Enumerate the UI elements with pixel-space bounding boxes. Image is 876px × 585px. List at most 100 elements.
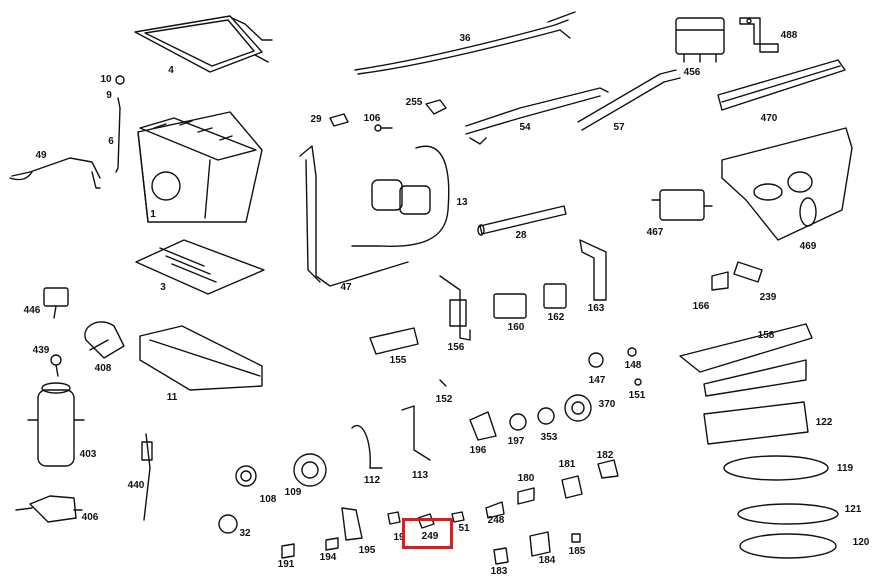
part-label-152: 152 [435, 394, 453, 405]
part-406-coil-clamp [15, 495, 83, 523]
part-249-clip [417, 513, 435, 529]
part-163-bracket [579, 239, 607, 301]
part-label-156: 156 [447, 342, 465, 353]
part-408-boot [84, 321, 125, 359]
part-403-ignition-coil [27, 382, 85, 467]
part-label-184: 184 [538, 555, 556, 566]
part-label-106: 106 [363, 113, 381, 124]
part-439-fitting [50, 354, 62, 377]
part-184-clip [529, 531, 551, 557]
part-label-11: 11 [166, 392, 178, 403]
part-29-clamp [329, 113, 349, 127]
part-162-plate [543, 283, 567, 309]
part-label-108: 108 [259, 494, 277, 505]
part-446-connector [43, 287, 69, 319]
part-label-9: 9 [106, 90, 112, 101]
part-183-clip [493, 547, 509, 565]
part-469-panel [721, 127, 853, 241]
part-182-clip [597, 459, 619, 479]
part-467-regulator [651, 189, 713, 221]
highlight-box [402, 518, 453, 549]
part-label-28: 28 [515, 230, 527, 241]
part-470-bracket-strip [717, 59, 846, 111]
part-label-180: 180 [517, 473, 535, 484]
part-label-446: 446 [23, 305, 41, 316]
part-label-248: 248 [487, 515, 505, 526]
part-197-grommet [509, 413, 527, 431]
part-152-pin [439, 379, 447, 387]
part-label-49: 49 [35, 150, 47, 161]
part-label-182: 182 [596, 450, 614, 461]
part-label-1: 1 [150, 209, 156, 220]
part-113-hose [401, 405, 431, 461]
part-label-195: 195 [358, 545, 376, 556]
part-label-160: 160 [507, 322, 525, 333]
part-label-456: 456 [683, 67, 701, 78]
part-label-470: 470 [760, 113, 778, 124]
part-label-353: 353 [540, 432, 558, 443]
part-122-gasket [703, 401, 809, 445]
part-13-starter-motor [351, 145, 450, 247]
part-label-121: 121 [844, 504, 862, 515]
part-label-440: 440 [127, 480, 145, 491]
part-label-112: 112 [363, 475, 381, 486]
part-label-10: 10 [100, 74, 112, 85]
part-label-120: 120 [852, 537, 870, 548]
part-166-clip [711, 271, 729, 291]
part-49-ground-cable [9, 157, 101, 189]
part-label-191: 191 [277, 559, 295, 570]
part-54-battery-cable [465, 87, 609, 145]
part-488-bracket [739, 17, 779, 53]
part-label-196: 196 [469, 445, 487, 456]
part-label-3: 3 [160, 282, 166, 293]
part-label-488: 488 [780, 30, 798, 41]
part-label-163: 163 [587, 303, 605, 314]
part-label-47: 47 [340, 282, 352, 293]
part-109-grommet [293, 453, 327, 487]
part-label-403: 403 [79, 449, 97, 460]
part-156-bracket [439, 275, 471, 341]
part-370-grommet [564, 394, 592, 422]
part-label-469: 469 [799, 241, 817, 252]
part-239-clip [733, 261, 763, 283]
part-label-6: 6 [108, 136, 114, 147]
part-label-151: 151 [628, 390, 646, 401]
part-148-grommet [627, 347, 637, 357]
part-label-467: 467 [646, 227, 664, 238]
part-57-ground-strap [577, 69, 681, 131]
part-label-147: 147 [588, 375, 606, 386]
part-120-seal [739, 533, 837, 559]
part-label-36: 36 [459, 33, 471, 44]
part-label-113: 113 [411, 470, 429, 481]
part-32-grommet [218, 514, 238, 534]
part-label-439: 439 [32, 345, 50, 356]
part-label-194: 194 [319, 552, 337, 563]
part-180-clip [517, 487, 535, 505]
part-36-cable [354, 11, 576, 75]
part-11-battery-tray [139, 325, 263, 391]
part-label-239: 239 [759, 292, 777, 303]
part-255-clamp [425, 99, 447, 115]
part-label-51: 51 [458, 523, 470, 534]
part-456-relay [675, 17, 725, 63]
part-label-32: 32 [239, 528, 251, 539]
part-191-clip [281, 543, 295, 559]
part-label-408: 408 [94, 363, 112, 374]
part-label-197: 197 [507, 436, 525, 447]
part-label-162: 162 [547, 312, 565, 323]
part-label-122: 122 [815, 417, 833, 428]
part-51-clip [451, 511, 465, 523]
part-196-boot [469, 411, 497, 441]
part-label-109: 109 [284, 487, 302, 498]
part-label-166: 166 [692, 301, 710, 312]
part-248-clip [485, 501, 505, 519]
part-3-battery-mat [135, 239, 265, 295]
part-4-battery-hold-down-frame [134, 15, 273, 73]
part-label-119: 119 [836, 463, 854, 474]
part-121-seal [737, 503, 839, 525]
part-label-158: 158 [757, 330, 775, 341]
part-label-4: 4 [168, 65, 174, 76]
part-label-190: 19 [393, 532, 405, 543]
